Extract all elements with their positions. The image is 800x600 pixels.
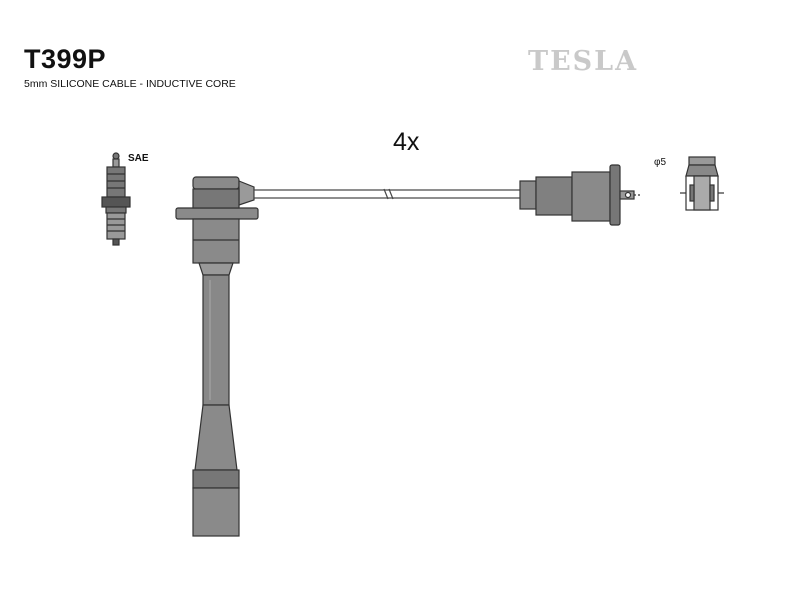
spark-plug-icon bbox=[101, 152, 131, 246]
spark-plug-label: SAE bbox=[128, 153, 149, 164]
terminal-diameter-label: φ5 bbox=[654, 157, 667, 168]
part-number: T399P bbox=[24, 44, 107, 74]
terminal-icon bbox=[680, 156, 724, 211]
quantity-label: 4x bbox=[393, 128, 420, 156]
cable-line bbox=[253, 188, 523, 200]
plug-boot-icon bbox=[175, 176, 259, 537]
cable-description: 5mm SILICONE CABLE - INDUCTIVE CORE bbox=[24, 78, 236, 90]
brand-logo: TESLA bbox=[528, 46, 639, 77]
coil-connector-icon bbox=[519, 164, 642, 226]
